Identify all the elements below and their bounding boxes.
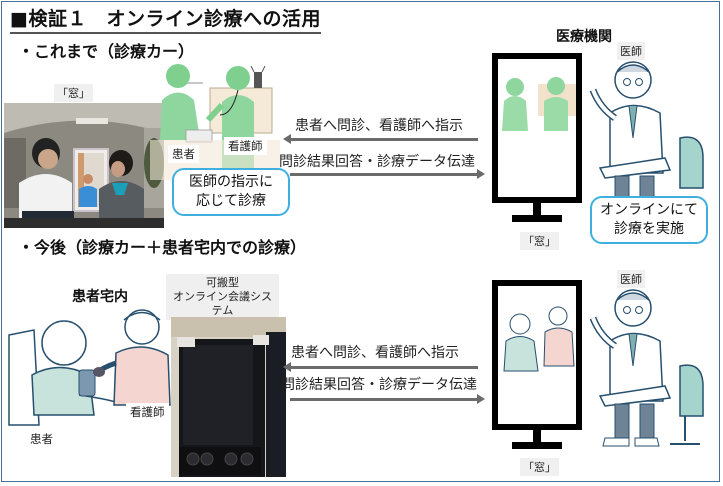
car-staff-speech-bubble: 医師の指示に 応じて診療 <box>172 168 290 216</box>
doctor-illustration-bottom <box>585 286 715 456</box>
medical-car-photo <box>4 103 164 228</box>
monitor-base-top <box>512 215 562 222</box>
home-data-arrow-right <box>290 394 485 404</box>
window-monitor-bottom <box>492 280 582 430</box>
doctor-bubble-line-1: オンラインにて <box>600 202 698 218</box>
window-label-top: 「窓」 <box>520 232 559 250</box>
window-monitor-top <box>492 53 582 203</box>
home-instruction-arrow-label: 患者へ問診、看護師へ指示 <box>291 345 459 361</box>
home-patient-label: 患者 <box>26 430 57 448</box>
bubble-line-1: 医師の指示に <box>189 174 273 190</box>
doctor-bubble-line-2: 診療を実施 <box>614 221 684 237</box>
car-patient-label: 患者 <box>168 145 199 163</box>
system-label-line-1: 可搬型 <box>206 276 239 289</box>
window-photo-label: 「窓」 <box>54 84 93 102</box>
car-nurse-label: 看護師 <box>224 137 267 155</box>
doctor-label-top: 医師 <box>617 42 645 60</box>
portable-system-photo <box>171 317 286 477</box>
section-future-heading: ・今後（診療カー＋患者宅内での診療） <box>18 238 307 257</box>
doctor-illustration-top <box>585 58 715 208</box>
instruction-arrow-left <box>283 134 478 144</box>
home-data-arrow-label: 問診結果回答・診療データ伝達 <box>281 377 477 393</box>
data-arrow-label: 問診結果回答・診療データ伝達 <box>279 154 475 170</box>
monitor-stand-bottom <box>533 430 541 444</box>
patient-home-label: 患者宅内 <box>72 289 128 305</box>
medical-institution-label: 医療機関 <box>556 29 612 45</box>
instruction-arrow-label: 患者へ問診、看護師へ指示 <box>295 118 463 134</box>
monitor-base-bottom <box>512 442 562 449</box>
data-arrow-right <box>290 169 485 179</box>
home-instruction-arrow-left <box>283 362 478 372</box>
doctor-speech-bubble: オンラインにて 診療を実施 <box>590 196 708 244</box>
monitor-stand-top <box>533 203 541 217</box>
home-care-illustration <box>4 305 174 435</box>
system-label-line-2: オンライン会議システム <box>173 290 272 317</box>
slide-title: ■検証１ オンライン診療への活用 <box>10 4 321 34</box>
section-current-heading: ・これまで（診療カー） <box>18 42 195 61</box>
window-label-bottom: 「窓」 <box>520 458 559 476</box>
doctor-label-bottom: 医師 <box>617 270 645 288</box>
home-nurse-label: 看護師 <box>126 403 169 421</box>
bubble-line-2: 応じて診療 <box>196 193 266 209</box>
portable-system-label: 可搬型 オンライン会議システム <box>166 274 279 320</box>
